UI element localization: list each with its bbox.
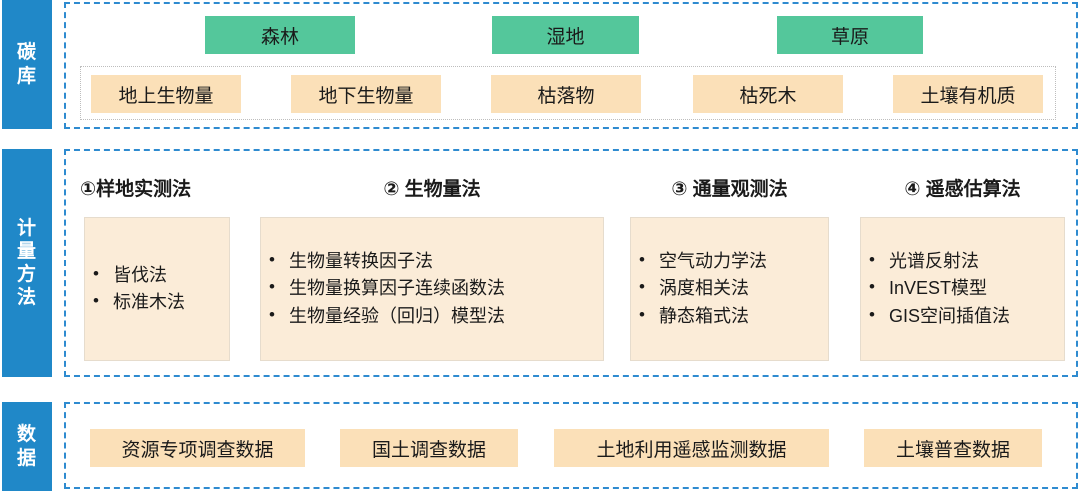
method-list: 生物量转换因子法 生物量换算因子连续函数法 生物量经验（回归）模型法 — [261, 247, 603, 330]
carbon-pool-inner-container: 地上生物量 地下生物量 枯落物 枯死木 土壤有机质 — [80, 66, 1056, 120]
row-label-measurement-method: 计 量 方 法 — [2, 149, 52, 377]
carbon-pool-box-dead-wood[interactable]: 枯死木 — [693, 75, 843, 113]
method-list: 空气动力学法 涡度相关法 静态箱式法 — [631, 247, 828, 330]
row-label-carbon-pool: 碳 库 — [2, 0, 52, 129]
method-title-plot-survey: ①样地实测法 — [80, 179, 192, 200]
row-label-char: 数 — [16, 424, 37, 446]
data-box-soil-census[interactable]: 土壤普查数据 — [864, 429, 1042, 467]
method-list: 皆伐法 标准木法 — [85, 261, 229, 317]
method-list-item: 生物量转换因子法 — [269, 247, 593, 275]
method-card-biomass[interactable]: 生物量转换因子法 生物量换算因子连续函数法 生物量经验（回归）模型法 — [260, 217, 604, 361]
method-list-item: GIS空间插值法 — [869, 302, 1054, 330]
row-label-char: 法 — [16, 287, 37, 309]
data-box-land-survey[interactable]: 国土调查数据 — [340, 429, 518, 467]
method-card-plot-survey[interactable]: 皆伐法 标准木法 — [84, 217, 230, 361]
method-list-item: 生物量经验（回归）模型法 — [269, 302, 593, 330]
method-title-biomass: ② 生物量法 — [383, 179, 481, 200]
method-list-item: InVEST模型 — [869, 274, 1054, 302]
method-list-item: 涡度相关法 — [639, 274, 818, 302]
method-list-item: 光谱反射法 — [869, 247, 1054, 275]
data-panel: 资源专项调查数据 国土调查数据 土地利用遥感监测数据 土壤普查数据 — [64, 402, 1078, 489]
data-box-resource-special-survey[interactable]: 资源专项调查数据 — [90, 429, 305, 467]
method-list-item: 生物量换算因子连续函数法 — [269, 274, 593, 302]
row-label-char: 碳 — [16, 42, 37, 64]
method-list-item: 空气动力学法 — [639, 247, 818, 275]
method-title-remote-sensing: ④ 遥感估算法 — [904, 179, 1021, 200]
row-label-char: 方 — [16, 264, 37, 285]
row-label-char: 据 — [16, 447, 37, 469]
carbon-pool-panel: 森林 湿地 草原 地上生物量 地下生物量 枯落物 枯死木 土壤有机质 — [64, 2, 1078, 129]
method-list-item: 皆伐法 — [93, 261, 219, 289]
measurement-method-panel: ①样地实测法 ② 生物量法 ③ 通量观测法 ④ 遥感估算法 皆伐法 标准木法 生… — [64, 149, 1078, 377]
row-label-char: 库 — [16, 65, 37, 87]
method-list-item: 标准木法 — [93, 288, 219, 316]
ecosystem-box-grassland[interactable]: 草原 — [777, 16, 923, 54]
carbon-pool-box-above-ground-biomass[interactable]: 地上生物量 — [91, 75, 241, 113]
row-label-char: 计 — [16, 217, 37, 239]
data-box-land-use-remote-sensing[interactable]: 土地利用遥感监测数据 — [554, 429, 829, 467]
carbon-pool-box-litter[interactable]: 枯落物 — [491, 75, 641, 113]
method-card-flux-observation[interactable]: 空气动力学法 涡度相关法 静态箱式法 — [630, 217, 829, 361]
method-list-item: 静态箱式法 — [639, 302, 818, 330]
method-title-flux-observation: ③ 通量观测法 — [671, 179, 788, 200]
row-label-data: 数 据 — [2, 402, 52, 491]
ecosystem-box-wetland[interactable]: 湿地 — [492, 16, 639, 54]
method-card-remote-sensing[interactable]: 光谱反射法 InVEST模型 GIS空间插值法 — [860, 217, 1065, 361]
carbon-pool-box-below-ground-biomass[interactable]: 地下生物量 — [291, 75, 441, 113]
carbon-pool-box-soil-organic-matter[interactable]: 土壤有机质 — [893, 75, 1043, 113]
ecosystem-box-forest[interactable]: 森林 — [205, 16, 355, 54]
row-label-char: 量 — [16, 240, 37, 262]
method-list: 光谱反射法 InVEST模型 GIS空间插值法 — [861, 247, 1064, 330]
